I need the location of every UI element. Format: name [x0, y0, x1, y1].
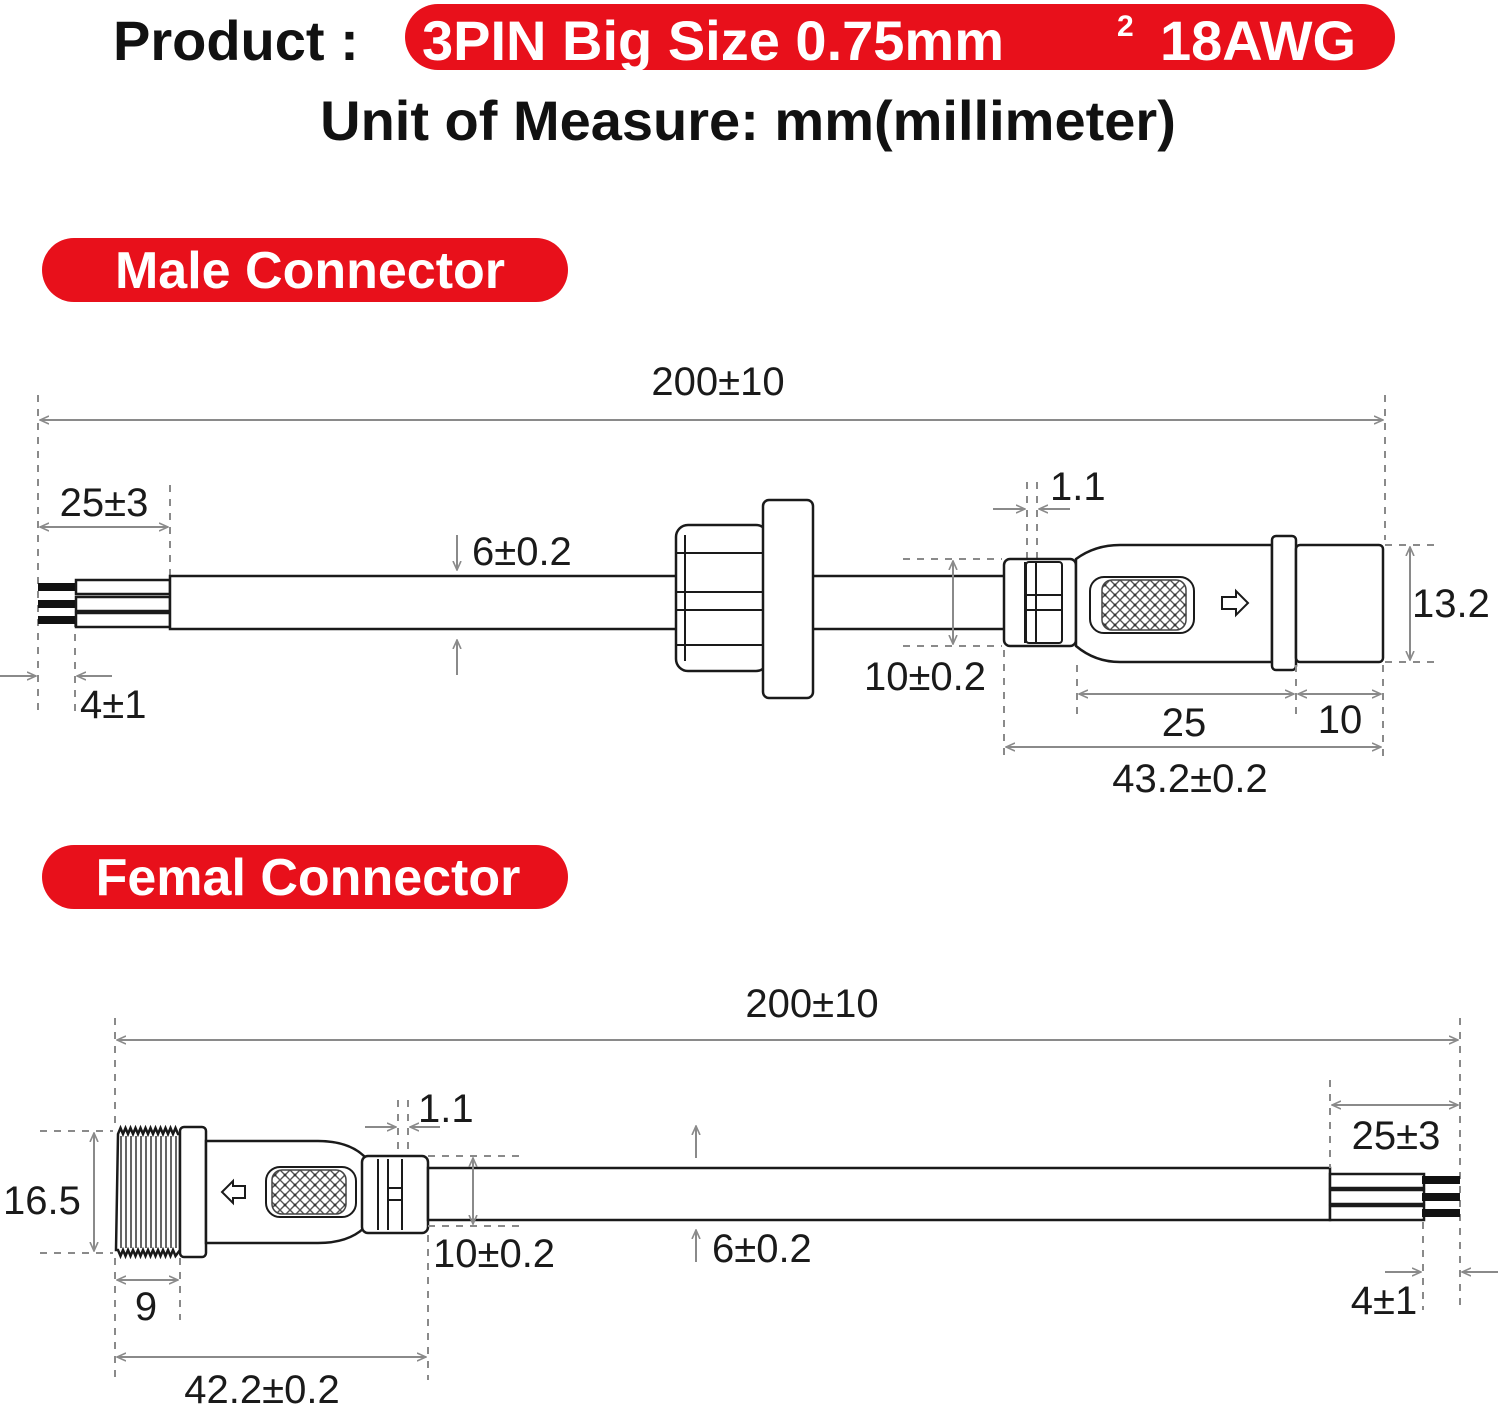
unit-of-measure: Unit of Measure: mm(millimeter) [320, 89, 1176, 152]
grip-pattern-icon [271, 1169, 347, 1215]
arrow-left-icon [220, 1178, 246, 1206]
male-connector-diameter: 10±0.2 [864, 655, 986, 699]
arrow-right-icon [1221, 588, 1250, 618]
female-wire-end-2 [1422, 1193, 1460, 1201]
male-wire-1 [74, 578, 172, 596]
female-section-pill [42, 845, 568, 909]
male-head-diameter: 13.2 [1412, 582, 1490, 626]
female-wire-3 [1328, 1204, 1426, 1222]
product-pill [405, 4, 1395, 70]
male-section-title: Male Connector [115, 242, 505, 300]
product-value: 3PIN Big Size 0.75mm [422, 9, 1004, 72]
female-tin-length: 4±1 [1351, 1279, 1417, 1323]
male-panel-nut [674, 498, 815, 700]
male-wire-2 [74, 595, 172, 613]
female-wire-1 [1328, 1172, 1426, 1190]
male-section-pill [42, 238, 568, 302]
female-connector-diameter: 10±0.2 [433, 1232, 555, 1276]
male-wire-end-2 [38, 600, 78, 608]
male-strip-length: 25±3 [60, 481, 149, 525]
grip-pattern-icon [1101, 579, 1187, 631]
female-connector-length: 42.2±0.2 [184, 1368, 339, 1409]
male-body-length: 25 [1162, 701, 1207, 745]
female-wire-2 [1328, 1188, 1426, 1206]
male-cable-diameter: 6±0.2 [472, 530, 572, 574]
product-awg: 18AWG [1160, 9, 1356, 72]
male-gap: 1.1 [1050, 465, 1106, 509]
female-total-length: 200±10 [745, 982, 878, 1026]
female-gap: 1.1 [418, 1087, 474, 1131]
male-connector-length: 43.2±0.2 [1112, 757, 1267, 801]
male-wire-3 [74, 611, 172, 629]
male-wire-end-1 [38, 583, 78, 591]
male-tin-length: 4±1 [80, 683, 146, 727]
female-wire-end-1 [1422, 1176, 1460, 1184]
male-wire-end-3 [38, 616, 78, 624]
female-cable [426, 1166, 1332, 1222]
female-connector-body [114, 1124, 430, 1260]
female-section-title: Femal Connector [96, 849, 521, 907]
female-thread-length: 9 [135, 1285, 157, 1329]
female-thread-diameter: 16.5 [3, 1179, 81, 1223]
female-strip-length: 25±3 [1352, 1114, 1441, 1158]
product-label: Product : [113, 9, 359, 72]
female-cable-diameter: 6±0.2 [712, 1227, 812, 1271]
female-wire-end-3 [1422, 1209, 1460, 1217]
male-total-length: 200±10 [651, 360, 784, 404]
male-head-length: 10 [1318, 698, 1363, 742]
male-cable [168, 574, 1008, 631]
male-connector-body [1002, 534, 1385, 672]
product-superscript: 2 [1117, 10, 1134, 43]
